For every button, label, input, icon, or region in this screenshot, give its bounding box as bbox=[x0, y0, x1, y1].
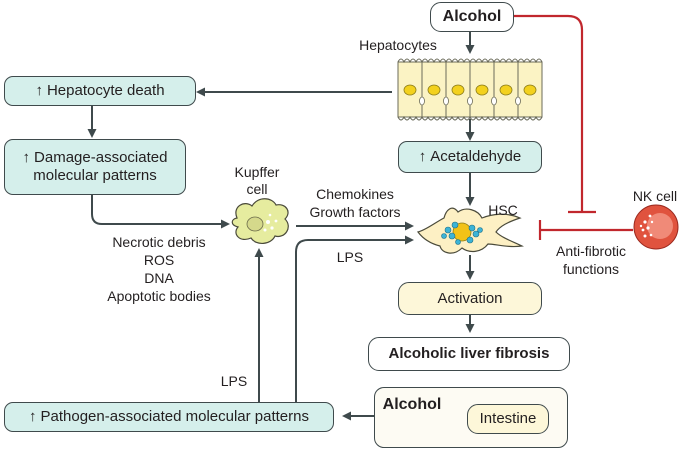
chemokines-growth-label: Chemokines Growth factors bbox=[294, 185, 416, 221]
alcohol-top-label: Alcohol bbox=[442, 8, 502, 25]
lps-pamp-label: LPS bbox=[220, 373, 248, 389]
activation-box: Activation bbox=[398, 282, 542, 315]
kupffer-label-line2: cell bbox=[246, 181, 268, 197]
damp-box: ↑Damage-associated molecular patterns bbox=[4, 139, 186, 195]
fibrosis-box: Alcoholic liver fibrosis bbox=[368, 337, 570, 371]
intestine-box: Intestine bbox=[467, 404, 549, 434]
hsc-label: HSC bbox=[488, 202, 518, 218]
anti-fibrotic-line1: Anti-fibrotic bbox=[555, 243, 627, 259]
damp-label-line1: Damage-associated bbox=[34, 149, 168, 166]
increase-arrow-icon: ↑ bbox=[29, 408, 37, 425]
increase-arrow-icon: ↑ bbox=[35, 82, 43, 99]
hepatocyte-death-box: ↑ Hepatocyte death bbox=[4, 76, 196, 106]
alcohol-top-box: Alcohol bbox=[430, 2, 514, 32]
kupffer-label-line1: Kupffer bbox=[234, 164, 280, 180]
hepatocytes-illustration bbox=[397, 58, 543, 121]
pamp-label: Pathogen-associated molecular patterns bbox=[40, 408, 310, 425]
growth-factors-label: Growth factors bbox=[309, 204, 401, 220]
anti-fibrotic-line2: functions bbox=[562, 261, 620, 277]
alcohol-intestine-label: Alcohol bbox=[382, 396, 442, 413]
hsc-illustration bbox=[416, 207, 524, 254]
pamp-box: ↑ Pathogen-associated molecular patterns bbox=[4, 402, 334, 432]
damp-item: Apoptotic bodies bbox=[107, 288, 211, 304]
inhibition-lines bbox=[513, 14, 633, 240]
kupffer-cell-illustration bbox=[231, 198, 289, 244]
activation-label: Activation bbox=[437, 289, 503, 307]
fibrosis-label: Alcoholic liver fibrosis bbox=[388, 345, 550, 362]
anti-fibrotic-label: Anti-fibrotic functions bbox=[536, 242, 646, 278]
hepatocytes-label: Hepatocytes bbox=[359, 37, 437, 53]
acetaldehyde-label: Acetaldehyde bbox=[430, 148, 522, 165]
damp-item: Necrotic debris bbox=[112, 234, 206, 250]
hepatocyte-death-label: Hepatocyte death bbox=[46, 82, 165, 99]
intestine-label: Intestine bbox=[479, 410, 537, 427]
increase-arrow-icon: ↑ bbox=[418, 148, 427, 165]
damp-label-line2: molecular patterns bbox=[33, 167, 157, 184]
damp-list: Necrotic debris ROS DNA Apoptotic bodies bbox=[84, 233, 234, 305]
chemokines-label: Chemokines bbox=[316, 186, 394, 202]
acetaldehyde-box: ↑ Acetaldehyde bbox=[398, 141, 542, 173]
kupffer-cell-label: Kupffer cell bbox=[222, 164, 292, 198]
nk-cell-label: NK cell bbox=[632, 188, 678, 204]
nk-cell-illustration bbox=[633, 204, 679, 250]
damp-item: ROS bbox=[143, 252, 175, 268]
increase-arrow-icon: ↑ bbox=[22, 149, 31, 166]
lps-hsc-label: LPS bbox=[336, 249, 364, 265]
damp-item: DNA bbox=[144, 270, 174, 286]
